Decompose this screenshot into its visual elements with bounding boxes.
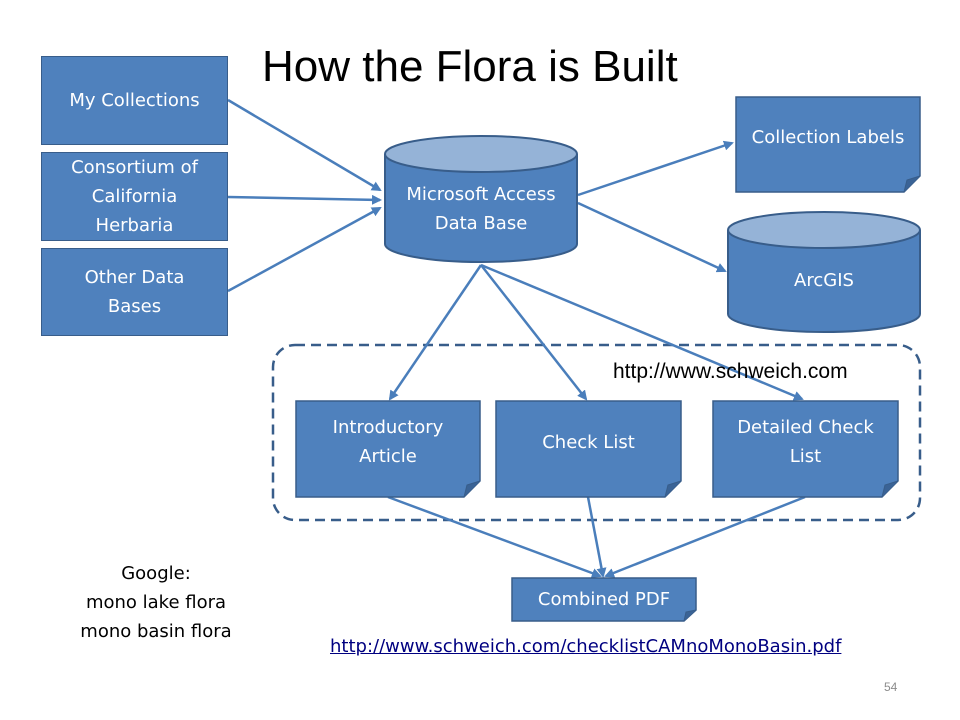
checklist-pdf-link[interactable]: http://www.schweich.com/checklistCAMnoMo…	[330, 636, 842, 657]
combined-pdf-box: Combined PDF	[511, 577, 697, 622]
slide-number: 54	[884, 680, 898, 694]
arrow-checklist-to-pdf	[586, 496, 607, 578]
combined-pdf-text: Combined PDF	[537, 589, 671, 610]
arrow-intro-to-pdf	[387, 495, 602, 578]
arrow-otherdb-to-db	[227, 206, 382, 293]
website-region	[271, 343, 922, 522]
collection-labels-box: Collection Labels	[735, 96, 921, 193]
arrow-db-to-detailed	[480, 263, 804, 401]
detailed-check-list-text: Detailed Check List	[737, 417, 874, 467]
my-collections-box: My Collections	[41, 56, 228, 145]
introductory-article-box: Introductory Article	[295, 400, 481, 498]
detailed-check-list-box: Detailed Check List	[712, 400, 899, 498]
database-label: Microsoft Access Data Base	[406, 184, 556, 234]
check-list-text: Check List	[542, 431, 635, 453]
check-list-box: Check List	[495, 400, 682, 498]
website-url: http://www.schweich.com	[613, 360, 848, 383]
arcgis-cylinder: ArcGIS	[726, 210, 922, 336]
arrow-db-to-labels	[577, 140, 734, 197]
access-database-cylinder: Microsoft Access Data Base	[383, 134, 579, 266]
collection-labels-text: Collection Labels	[751, 126, 905, 148]
arrow-db-to-intro	[388, 264, 483, 401]
arrow-consortium-to-db	[227, 194, 382, 205]
consortium-box: Consortium of California Herbaria	[41, 152, 228, 241]
arrow-db-to-arcgis	[577, 201, 727, 273]
arrow-detailed-to-pdf	[604, 495, 806, 578]
arcgis-label: ArcGIS	[794, 270, 854, 291]
introductory-article-text: Introductory Article	[332, 417, 444, 467]
google-search-note: Google: mono lake flora mono basin flora	[80, 563, 232, 642]
arrow-collections-to-db	[227, 98, 382, 192]
slide-title: How the Flora is Built	[262, 42, 678, 91]
other-databases-box: Other Data Bases	[41, 248, 228, 336]
arrow-db-to-checklist	[480, 264, 588, 401]
